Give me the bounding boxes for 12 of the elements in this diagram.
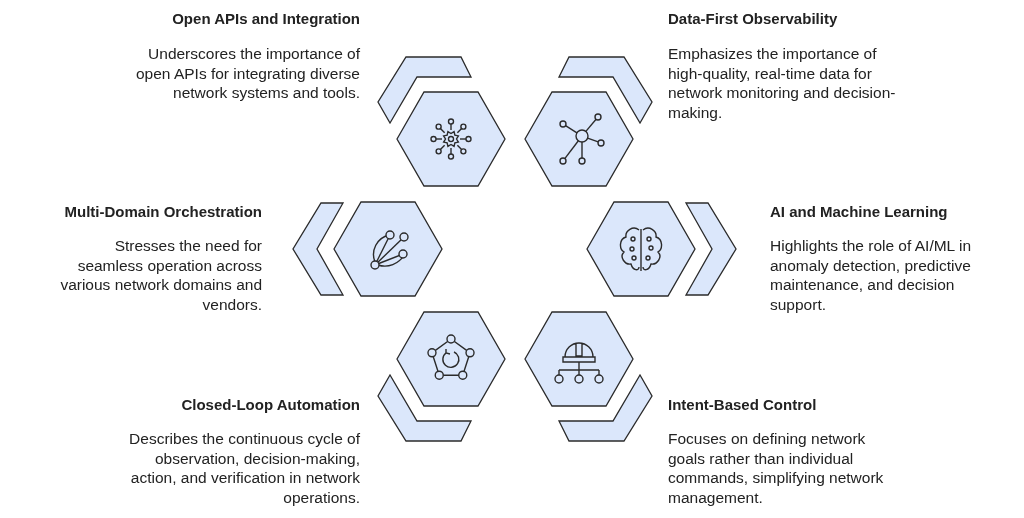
heading: Data-First Observability	[668, 10, 838, 27]
description: Highlights the role of AI/ML in anomaly detection, predictive maintenance, and decision support.	[770, 236, 973, 314]
heading: AI and Machine Learning	[770, 203, 948, 220]
heading: Open APIs and Integration	[172, 10, 360, 27]
heading: Multi-Domain Orchestration	[64, 203, 262, 220]
description: Underscores the importance of open APIs for integrating diverse network systems and tools.	[134, 44, 360, 103]
heading: Closed-Loop Automation	[181, 396, 360, 413]
description: Stresses the need for seamless operation across various network domains and vendors.	[59, 236, 262, 314]
heading: Intent-Based Control	[668, 396, 817, 413]
description: Focuses on defining network goals rather than individual commands, simplifying network management.	[668, 429, 885, 507]
description: Emphasizes the importance of high-quality, real-time data for network monitoring and decision-making.	[668, 44, 897, 122]
description: Describes the continuous cycle of observation, decision-making, action, and verification in network operations.	[128, 429, 360, 507]
